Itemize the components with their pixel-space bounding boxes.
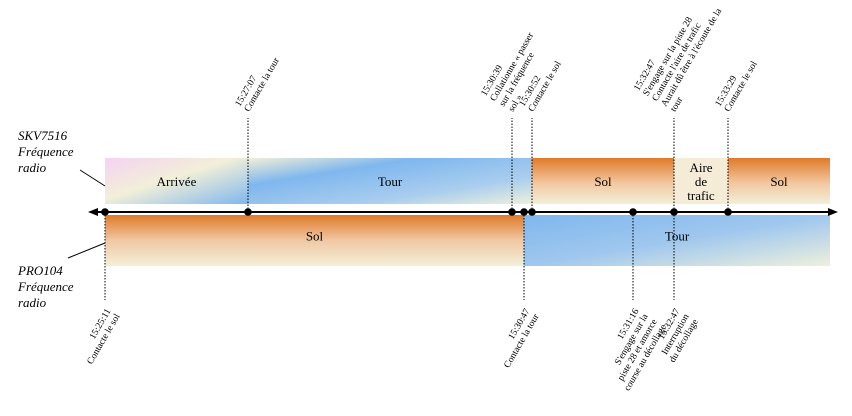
top-band-label-2: Sol <box>594 174 612 189</box>
top-band-label-0: Arrivée <box>157 174 197 189</box>
bottom-event-dot-2 <box>629 208 637 216</box>
top-event-dot-1 <box>508 208 516 216</box>
top-band-3 <box>674 158 728 204</box>
top-event-dot-0 <box>244 208 252 216</box>
top-band-label-1: Tour <box>378 174 403 189</box>
leader-line-bottom <box>67 242 106 259</box>
frequency-label-top: Fréquence <box>18 144 74 159</box>
top-band-0 <box>105 158 248 204</box>
top-band-label-4: Sol <box>770 174 788 189</box>
radio-word-top: radio <box>18 160 47 175</box>
bottom-band-0 <box>105 215 524 266</box>
bottom-band-1 <box>524 215 830 266</box>
bottom-band-label-0: Sol <box>306 229 324 244</box>
frequency-label-bottom: Fréquence <box>18 279 74 294</box>
callsign-top: SKV7516 <box>18 128 68 143</box>
top-event-dot-2 <box>528 208 536 216</box>
bottom-band-label-1: Tour <box>665 229 690 244</box>
radio-word-bottom: radio <box>18 295 47 310</box>
axis-arrow-right <box>828 208 838 216</box>
top-band-2 <box>532 158 674 204</box>
bottom-event-dot-1 <box>520 208 528 216</box>
axis-arrow-left <box>88 208 98 216</box>
callsign-bottom: PRO104 <box>18 263 63 278</box>
leader-line-top <box>79 169 106 187</box>
bottom-event-dot-0 <box>101 208 109 216</box>
radio-label-top: SKV7516 Fréquence radio <box>18 128 74 176</box>
top-band-4 <box>728 158 830 204</box>
top-event-dot-4 <box>724 208 732 216</box>
radio-label-bottom: PRO104 Fréquence radio <box>18 263 74 311</box>
top-band-1 <box>248 158 532 204</box>
